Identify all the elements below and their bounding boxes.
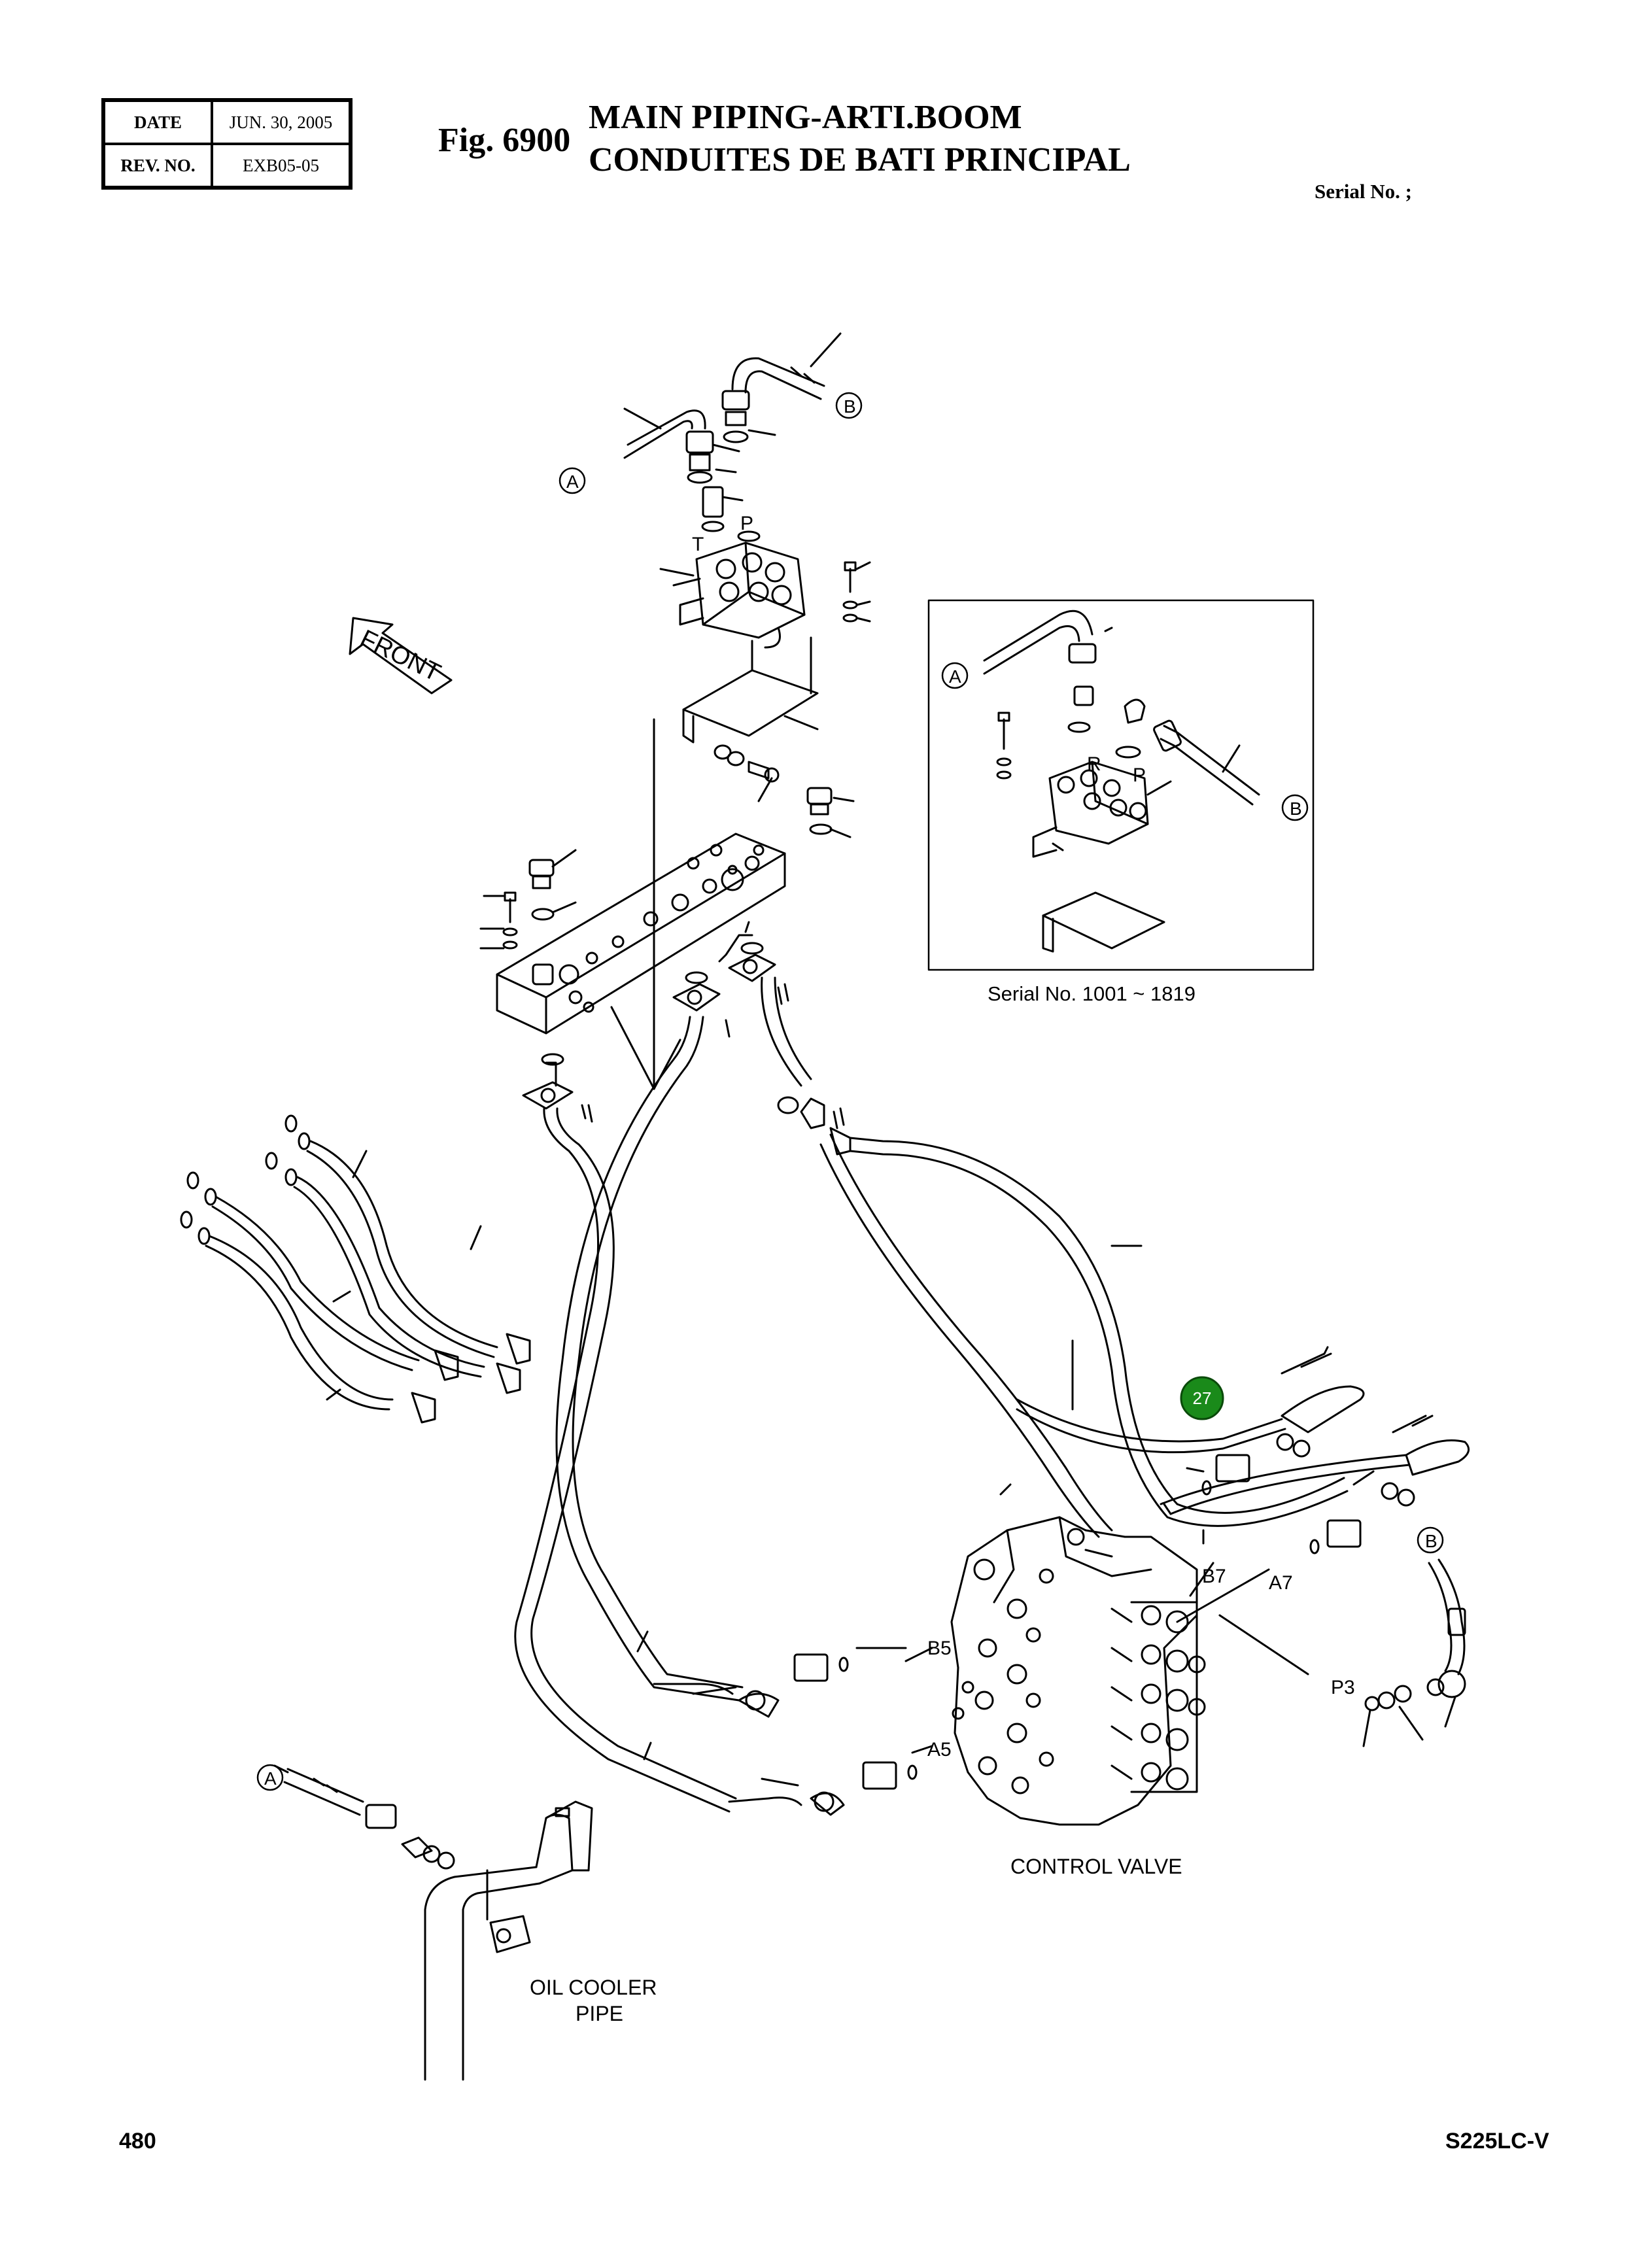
date-value: JUN. 30, 2005 (212, 101, 350, 144)
inset-serial-label: Serial No. 1001 ~ 1819 (988, 982, 1196, 1005)
port-a5-label: A5 (927, 1739, 952, 1760)
connector-b-top-label: B (844, 396, 856, 417)
right-fittings (1163, 1346, 1470, 1554)
connector-a-top-label: A (566, 472, 579, 492)
connector-a-bottom (256, 1764, 284, 1791)
inset-port-r-label: R (1087, 753, 1101, 775)
callout-27: 27 (1180, 1376, 1224, 1420)
revision-table: DATE JUN. 30, 2005 REV. NO. EXB05-05 (101, 98, 353, 190)
front-label: FRONT (356, 625, 445, 687)
inset-port-p-label: P (1133, 764, 1146, 786)
connector-b-right (1417, 1526, 1444, 1554)
port-p3-label: P3 (1331, 1677, 1355, 1698)
loose-hoses (180, 1114, 531, 1424)
port-b7-label: B7 (1202, 1566, 1226, 1587)
inset-box (927, 599, 1315, 971)
callout-27-label: 27 (1193, 1388, 1212, 1408)
manifold-flanges (522, 921, 845, 1129)
control-valve (904, 1483, 1309, 1826)
connector-b-inset (1281, 794, 1309, 821)
connector-a-top (559, 467, 586, 494)
callout-27-badge (1180, 1376, 1224, 1420)
oil-cooler-label: OIL COOLER (530, 1976, 657, 1999)
model-number: S225LC-V (1445, 2129, 1549, 2154)
figure-number: Fig. 6900 (438, 122, 571, 159)
date-label: DATE (104, 101, 212, 144)
left-port-fittings (653, 1647, 918, 1816)
serial-number-label: Serial No. ; (1315, 180, 1412, 203)
rev-value: EXB05-05 (212, 144, 350, 187)
control-valve-label: CONTROL VALVE (1010, 1855, 1182, 1878)
connector-a-bottom-label: A (264, 1768, 277, 1789)
port-b5-label: B5 (927, 1638, 952, 1659)
connector-b-top (835, 392, 863, 419)
connector-markers: B A A B B A (256, 392, 1444, 1791)
title-english: MAIN PIPING-ARTI.BOOM (589, 99, 1022, 136)
port-labels: T P R P B7 A7 B5 A5 P3 CONTROL VALVE OIL… (530, 513, 1355, 2025)
port-a7-label: A7 (1269, 1572, 1293, 1594)
port-p-label: P (740, 513, 753, 534)
connector-b-right-label: B (1425, 1531, 1437, 1551)
hose-to-b-right (1362, 1558, 1466, 1747)
connector-a-inset-label: A (949, 666, 961, 687)
oil-cooler-pipe (273, 1764, 593, 2081)
port-t-label: T (692, 534, 704, 555)
front-arrow (349, 617, 453, 695)
top-valve-assembly (623, 332, 871, 1090)
title-french: CONDUITES DE BATI PRINCIPAL (589, 141, 1131, 179)
main-hoses (514, 976, 1411, 1813)
connector-a-inset (941, 662, 969, 689)
oil-cooler-pipe-label: PIPE (576, 2002, 623, 2025)
rev-label: REV. NO. (104, 144, 212, 187)
connector-b-inset-label: B (1290, 798, 1302, 819)
page-number: 480 (119, 2129, 156, 2154)
manifold-block (479, 833, 786, 1090)
